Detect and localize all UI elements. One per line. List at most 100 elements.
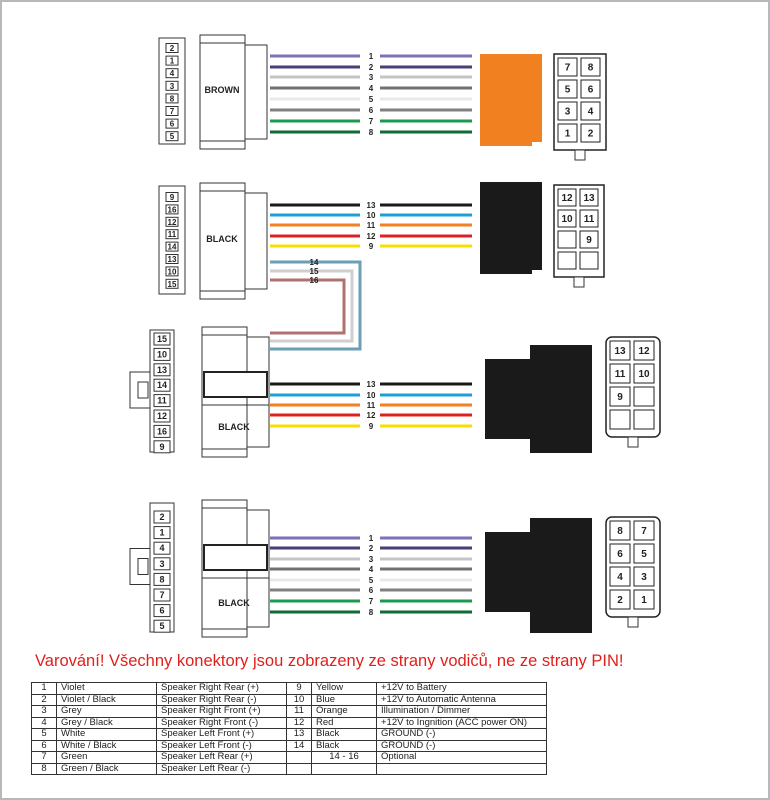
grid-pin: [580, 57, 601, 77]
grid-pin-label: 2: [617, 595, 623, 606]
grid-pin: [609, 340, 631, 361]
wire-number: 9: [369, 242, 374, 251]
wire-number: 11: [367, 401, 376, 410]
grid-pin-label: 9: [617, 392, 623, 403]
wire-number: 10: [367, 211, 376, 220]
table-cell: GROUND (-): [376, 728, 547, 741]
grid-pin-label: 7: [565, 63, 571, 74]
pin-label: 12: [168, 218, 177, 227]
wire-number: 8: [369, 128, 374, 137]
grid-pin: [609, 543, 631, 564]
grid-pin-label: 9: [586, 235, 592, 246]
housing: [199, 182, 246, 300]
wire-number: 3: [369, 73, 374, 82]
pin-box: [165, 43, 179, 53]
housing-label: BLACK: [206, 234, 238, 244]
pin-label: 13: [157, 365, 167, 375]
pin-box: [153, 510, 171, 524]
wire-number: 2: [369, 63, 374, 72]
table-cell: 6: [31, 739, 57, 752]
table-cell: [286, 751, 312, 764]
table-cell: Speaker Left Rear (+): [156, 751, 287, 764]
pin-box: [165, 192, 179, 202]
wire-number: 10: [367, 391, 376, 400]
wire-number: 16: [310, 276, 319, 285]
wire-number: 8: [369, 608, 374, 617]
connector-4: [129, 499, 661, 638]
pin-label: 2: [170, 44, 175, 53]
wire-number: 7: [369, 117, 374, 126]
pin-label: 3: [159, 559, 164, 569]
grid-pin-label: 2: [588, 129, 594, 140]
table-cell: 5: [31, 728, 57, 741]
housing-label: BLACK: [218, 598, 250, 608]
housing-label: BROWN: [205, 85, 240, 95]
grid-pin: [633, 589, 655, 610]
black-plug: [480, 182, 542, 270]
table-cell: Speaker Right Rear (-): [156, 693, 287, 706]
grid-pin: [580, 123, 601, 143]
wire-number: 11: [367, 221, 376, 230]
pin-label: 11: [168, 230, 177, 239]
table-cell: GROUND (-): [376, 739, 547, 752]
grid-pin: [609, 566, 631, 587]
grid-pin-label: 13: [614, 346, 626, 357]
grid-pin-label: 5: [565, 85, 571, 96]
pin-box: [153, 440, 171, 454]
table-cell: 11: [286, 705, 312, 718]
wire-number: 13: [367, 380, 376, 389]
table-cell: +12V to Ingnition (ACC power ON): [376, 716, 547, 729]
table-cell: Violet: [56, 682, 157, 695]
wire-number: 4: [369, 84, 374, 93]
table-cell: 2: [31, 693, 57, 706]
grid-pin: [633, 363, 655, 384]
grid-pin-label: 4: [588, 107, 594, 118]
wire-number: 12: [367, 232, 376, 241]
grid-pin-label: 6: [588, 85, 594, 96]
table-cell: Green / Black: [56, 762, 157, 775]
pin-box: [165, 80, 179, 91]
table-cell: Speaker Left Rear (-): [156, 762, 287, 775]
pin-box: [153, 424, 171, 438]
grid-pin-label: 1: [565, 129, 571, 140]
table-cell: 3: [31, 705, 57, 718]
black-plug: [485, 532, 532, 612]
pin-label: 7: [170, 107, 175, 116]
grid-pin-label: 7: [641, 526, 647, 537]
pin-strip: [158, 185, 186, 295]
table-cell: Speaker Right Front (+): [156, 705, 287, 718]
grid-pin-label: 13: [583, 193, 595, 204]
table-cell: Yellow: [311, 682, 377, 695]
table-cell: 13: [286, 728, 312, 741]
table-cell: +12V to Battery: [376, 682, 547, 695]
pin-box: [165, 106, 179, 116]
table-cell: Red: [311, 716, 377, 729]
grid-pin-label: 10: [638, 369, 650, 380]
table-cell: Speaker Left Front (+): [156, 728, 287, 741]
black-plug: [485, 359, 532, 439]
table-cell: Black: [311, 739, 377, 752]
grid-pin: [633, 340, 655, 361]
connector-3: [129, 326, 661, 458]
pin-label: 3: [170, 82, 175, 91]
pin-label: 4: [159, 543, 164, 553]
wire-number: 12: [367, 411, 376, 420]
grid-pin: [557, 188, 577, 207]
table-cell: Green: [56, 751, 157, 764]
pin-label: 6: [170, 120, 175, 129]
housing-window: [203, 371, 268, 398]
wire-number: 13: [367, 201, 376, 210]
grid-pin-label: 12: [638, 346, 650, 357]
table-cell: Illumination / Dimmer: [376, 705, 547, 718]
pin-box: [153, 394, 171, 408]
pin-box: [165, 93, 179, 104]
grid-pin: [557, 57, 578, 77]
pin-box: [165, 241, 179, 252]
wire-number: 6: [369, 586, 374, 595]
